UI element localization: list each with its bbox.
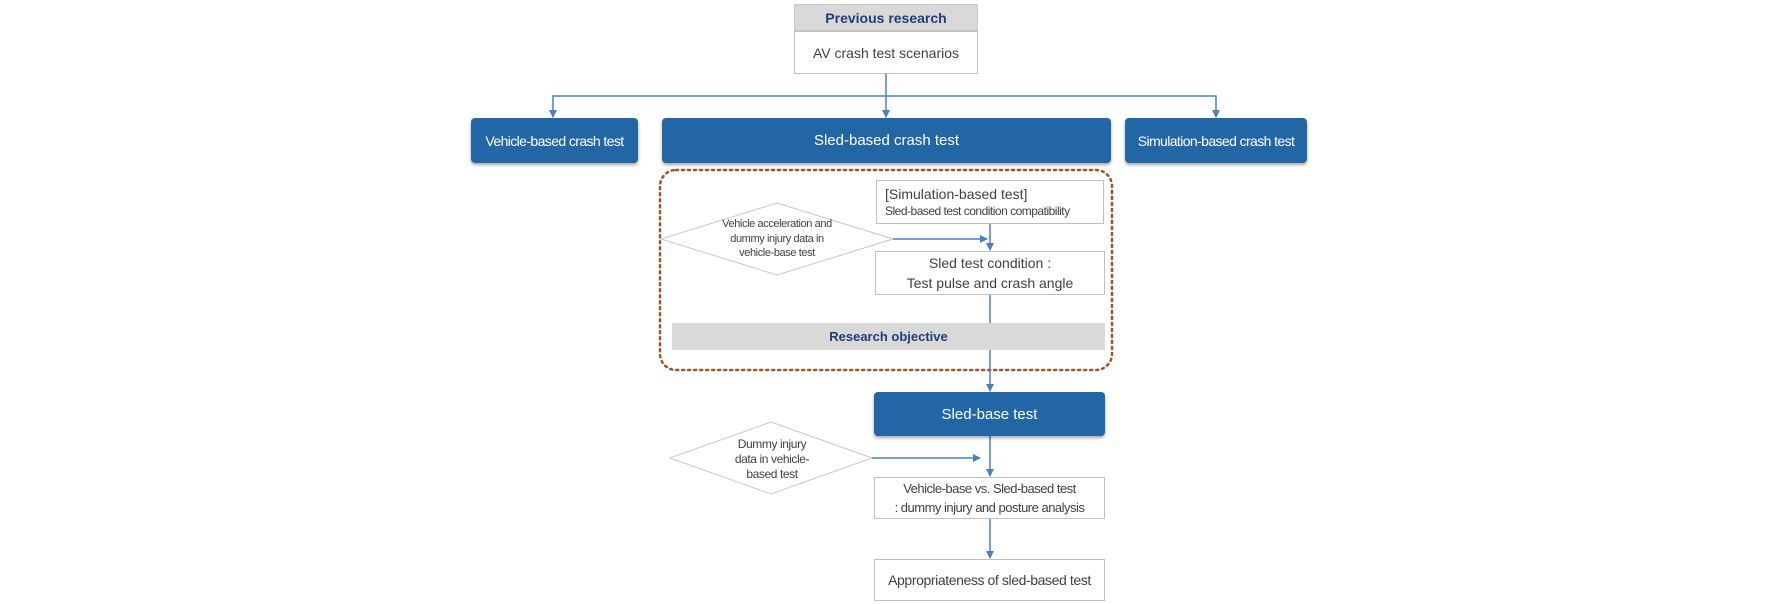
appropriateness-box: Appropriateness of sled-based test bbox=[874, 559, 1105, 601]
comparison-box: Vehicle-base vs. Sled-based test : dummy… bbox=[874, 477, 1105, 519]
input-diamond-1 bbox=[659, 202, 895, 276]
research-objective-bar: Research objective bbox=[672, 323, 1105, 350]
compatibility-subtitle: Sled-based test condition compatibility bbox=[885, 204, 1070, 218]
compatibility-title: [Simulation-based test] bbox=[885, 186, 1028, 202]
vehicle-based-crash-test-box: Vehicle-based crash test bbox=[471, 118, 638, 163]
input-1-label: Vehicle acceleration and dummy injury da… bbox=[722, 217, 832, 260]
sled-test-condition-box: Sled test condition : Test pulse and cra… bbox=[875, 251, 1105, 295]
compare-line-1: Vehicle-base vs. Sled-based test bbox=[903, 481, 1076, 496]
av-crash-scenarios-box: AV crash test scenarios bbox=[794, 31, 978, 74]
compatibility-box: [Simulation-based test] Sled-based test … bbox=[876, 180, 1104, 224]
previous-research-header: Previous research bbox=[794, 4, 978, 31]
input-2-label: Dummy injury data in vehicle-based test bbox=[734, 436, 810, 481]
condition-line-2: Test pulse and crash angle bbox=[906, 275, 1074, 291]
study-frame bbox=[658, 168, 1114, 372]
simulation-based-crash-test-box: Simulation-based crash test bbox=[1125, 118, 1307, 163]
sled-based-crash-test-box: Sled-based crash test bbox=[662, 118, 1111, 163]
sled-base-test-box: Sled-base test bbox=[874, 392, 1105, 436]
branch-line bbox=[552, 95, 1217, 117]
compare-line-2: : dummy injury and posture analysis bbox=[894, 500, 1085, 515]
condition-line-1: Sled test condition : bbox=[928, 255, 1052, 271]
input-diamond-2 bbox=[668, 421, 874, 495]
